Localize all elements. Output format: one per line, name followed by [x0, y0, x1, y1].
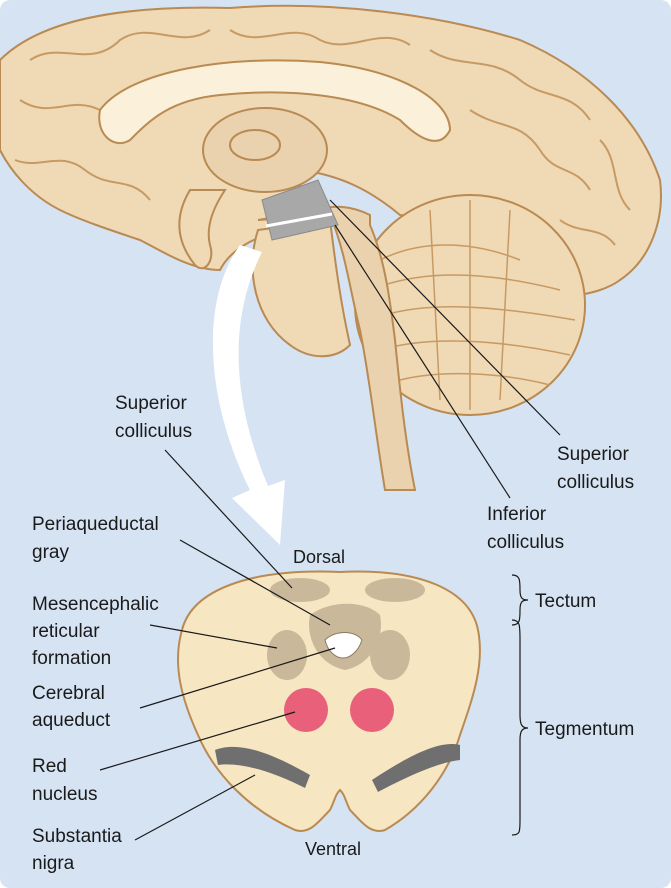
label-periaqueductal-gray: Periaqueductal gray [32, 514, 164, 563]
red-nucleus-right [350, 688, 394, 732]
label-ventral: Ventral [305, 839, 361, 859]
tectum-bracket [512, 575, 528, 625]
superior-colliculus-right [365, 578, 425, 602]
label-tegmentum: Tegmentum [535, 719, 634, 740]
label-superior-colliculus-top: Superior colliculus [115, 393, 192, 442]
label-substantia-nigra: Substantia nigra [32, 826, 127, 874]
tegmentum-bracket [512, 620, 528, 835]
superior-colliculus-left [270, 578, 330, 602]
reticular-formation-left [267, 630, 307, 680]
reticular-formation-right [370, 630, 410, 680]
label-mesencephalic-reticular-formation: Mesencephalic reticular formation [32, 594, 164, 669]
sagittal-brain [0, 6, 661, 490]
label-superior-colliculus-right: Superior colliculus [557, 444, 634, 493]
label-inferior-colliculus: Inferior colliculus [487, 504, 564, 553]
red-nucleus-left [284, 688, 328, 732]
label-dorsal: Dorsal [293, 547, 345, 567]
label-cerebral-aqueduct: Cerebral aqueduct [32, 683, 111, 731]
label-red-nucleus: Red nucleus [32, 756, 98, 805]
thalamus [203, 108, 327, 192]
label-tectum: Tectum [535, 591, 596, 612]
